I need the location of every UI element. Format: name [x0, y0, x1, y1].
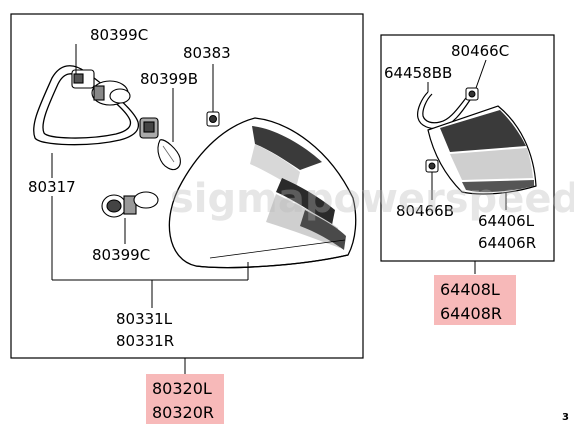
label-64458bb: 64458BB	[384, 64, 452, 82]
label-80466b: 80466B	[396, 202, 454, 220]
right-labels: 80466C 64458BB 80466B 64406L 64406R	[384, 42, 536, 252]
bulb-80399b-drawing	[139, 117, 181, 171]
upper-socket-drawing	[71, 69, 131, 106]
assembly-80320r[interactable]: 80320R	[152, 403, 214, 422]
nut-80466c-drawing	[465, 87, 479, 101]
tail-lamp-lens-drawing	[168, 117, 357, 269]
page-number: 3	[562, 412, 569, 423]
label-64406l: 64406L	[478, 212, 535, 230]
assembly-64408-highlight	[434, 275, 516, 325]
label-80317: 80317	[28, 178, 76, 196]
lamp-64406-drawing	[427, 105, 537, 195]
label-80399c-lower: 80399C	[92, 246, 150, 264]
label-80331r: 80331R	[116, 332, 174, 350]
label-80331l: 80331L	[116, 310, 173, 328]
bracket-64458bb-drawing	[417, 91, 471, 130]
right-group-frame	[380, 34, 555, 262]
label-80383: 80383	[183, 44, 231, 62]
watermark: sigmapowerspeed.co.jp	[170, 176, 574, 222]
right-leader-lines	[427, 59, 507, 274]
left-leader-lines	[51, 44, 249, 374]
assembly-64408l[interactable]: 64408L	[440, 280, 500, 299]
lower-socket-drawing	[101, 191, 159, 218]
label-80399b: 80399B	[140, 70, 198, 88]
left-labels: 80399C 80399B 80383 80317 80399C 80331L …	[28, 26, 231, 350]
label-80466c: 80466C	[451, 42, 509, 60]
assembly-64408r[interactable]: 64408R	[440, 304, 502, 323]
nut-80466b-drawing	[425, 159, 439, 173]
label-80399c-upper: 80399C	[90, 26, 148, 44]
assembly-80320l[interactable]: 80320L	[152, 379, 212, 398]
left-group-frame	[10, 13, 364, 359]
clip-80383-drawing	[206, 111, 220, 127]
assembly-80320-highlight	[146, 374, 224, 424]
label-64406r: 64406R	[478, 234, 536, 252]
